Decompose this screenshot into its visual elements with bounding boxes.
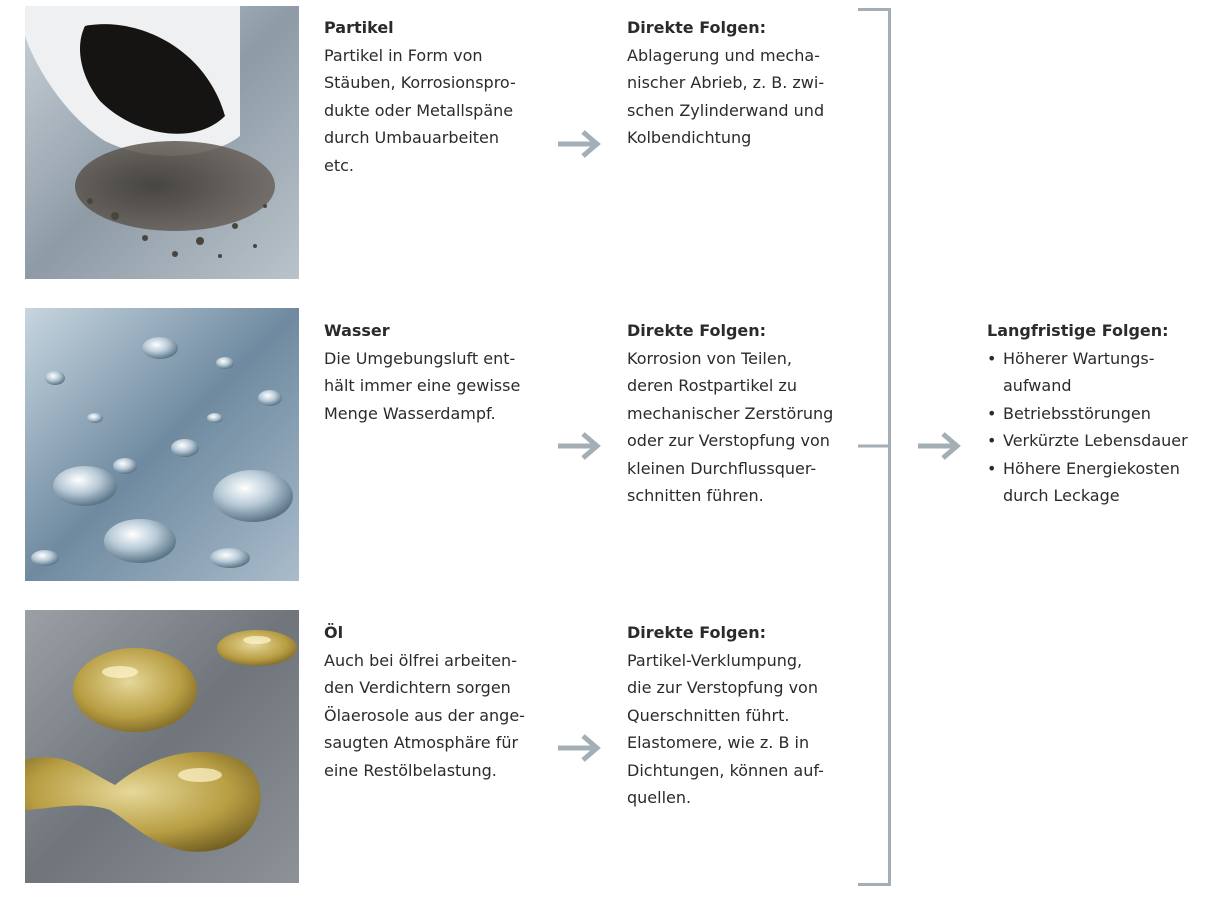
- right-arrow-icon: [558, 734, 601, 762]
- consequence-description: Korrosion von Teilen, deren Rostpartikel…: [627, 348, 834, 506]
- right-arrow-icon: [558, 130, 601, 158]
- long-term-title: Langfristige Folgen:: [987, 321, 1169, 340]
- direct-consequences-water: Direkte Folgen: Korrosion von Teilen, de…: [627, 317, 852, 510]
- consequence-description: Partikel-Verklumpung, die zur Verstopfun…: [627, 650, 824, 808]
- source-block-oil: Öl Auch bei ölfrei arbeiten- den Verdich…: [324, 619, 544, 784]
- right-arrow-icon: [918, 432, 961, 460]
- long-term-consequences: Langfristige Folgen: Höherer Wartungs- a…: [987, 317, 1202, 510]
- list-item: Betriebsstörungen: [987, 400, 1202, 428]
- source-title: Wasser: [324, 321, 390, 340]
- oil-drops-photo: [25, 610, 299, 883]
- consequence-title: Direkte Folgen:: [627, 18, 767, 37]
- source-description: Die Umgebungsluft ent- hält immer eine g…: [324, 348, 521, 423]
- consequence-title: Direkte Folgen:: [627, 623, 767, 642]
- consequence-description: Ablagerung und mecha- nischer Abrieb, z.…: [627, 45, 825, 148]
- direct-consequences-particles: Direkte Folgen: Ablagerung und mecha- ni…: [627, 14, 852, 152]
- source-block-water: Wasser Die Umgebungsluft ent- hält immer…: [324, 317, 544, 427]
- source-description: Partikel in Form von Stäuben, Korrosions…: [324, 45, 516, 175]
- right-arrow-icon: [558, 432, 601, 460]
- source-description: Auch bei ölfrei arbeiten- den Verdichter…: [324, 650, 525, 780]
- grouping-bracket: [858, 8, 891, 886]
- water-droplets-photo: [25, 308, 299, 581]
- list-item: Höhere Energiekosten durch Leckage: [987, 455, 1202, 510]
- dust-particles-photo: [25, 6, 299, 279]
- list-item: Verkürzte Lebensdauer: [987, 427, 1202, 455]
- consequence-title: Direkte Folgen:: [627, 321, 767, 340]
- direct-consequences-oil: Direkte Folgen: Partikel-Verklumpung, di…: [627, 619, 852, 812]
- long-term-list: Höherer Wartungs- aufwand Betriebsstörun…: [987, 345, 1202, 510]
- source-title: Öl: [324, 623, 344, 642]
- source-block-particles: Partikel Partikel in Form von Stäuben, K…: [324, 14, 544, 179]
- list-item: Höherer Wartungs- aufwand: [987, 345, 1202, 400]
- source-title: Partikel: [324, 18, 394, 37]
